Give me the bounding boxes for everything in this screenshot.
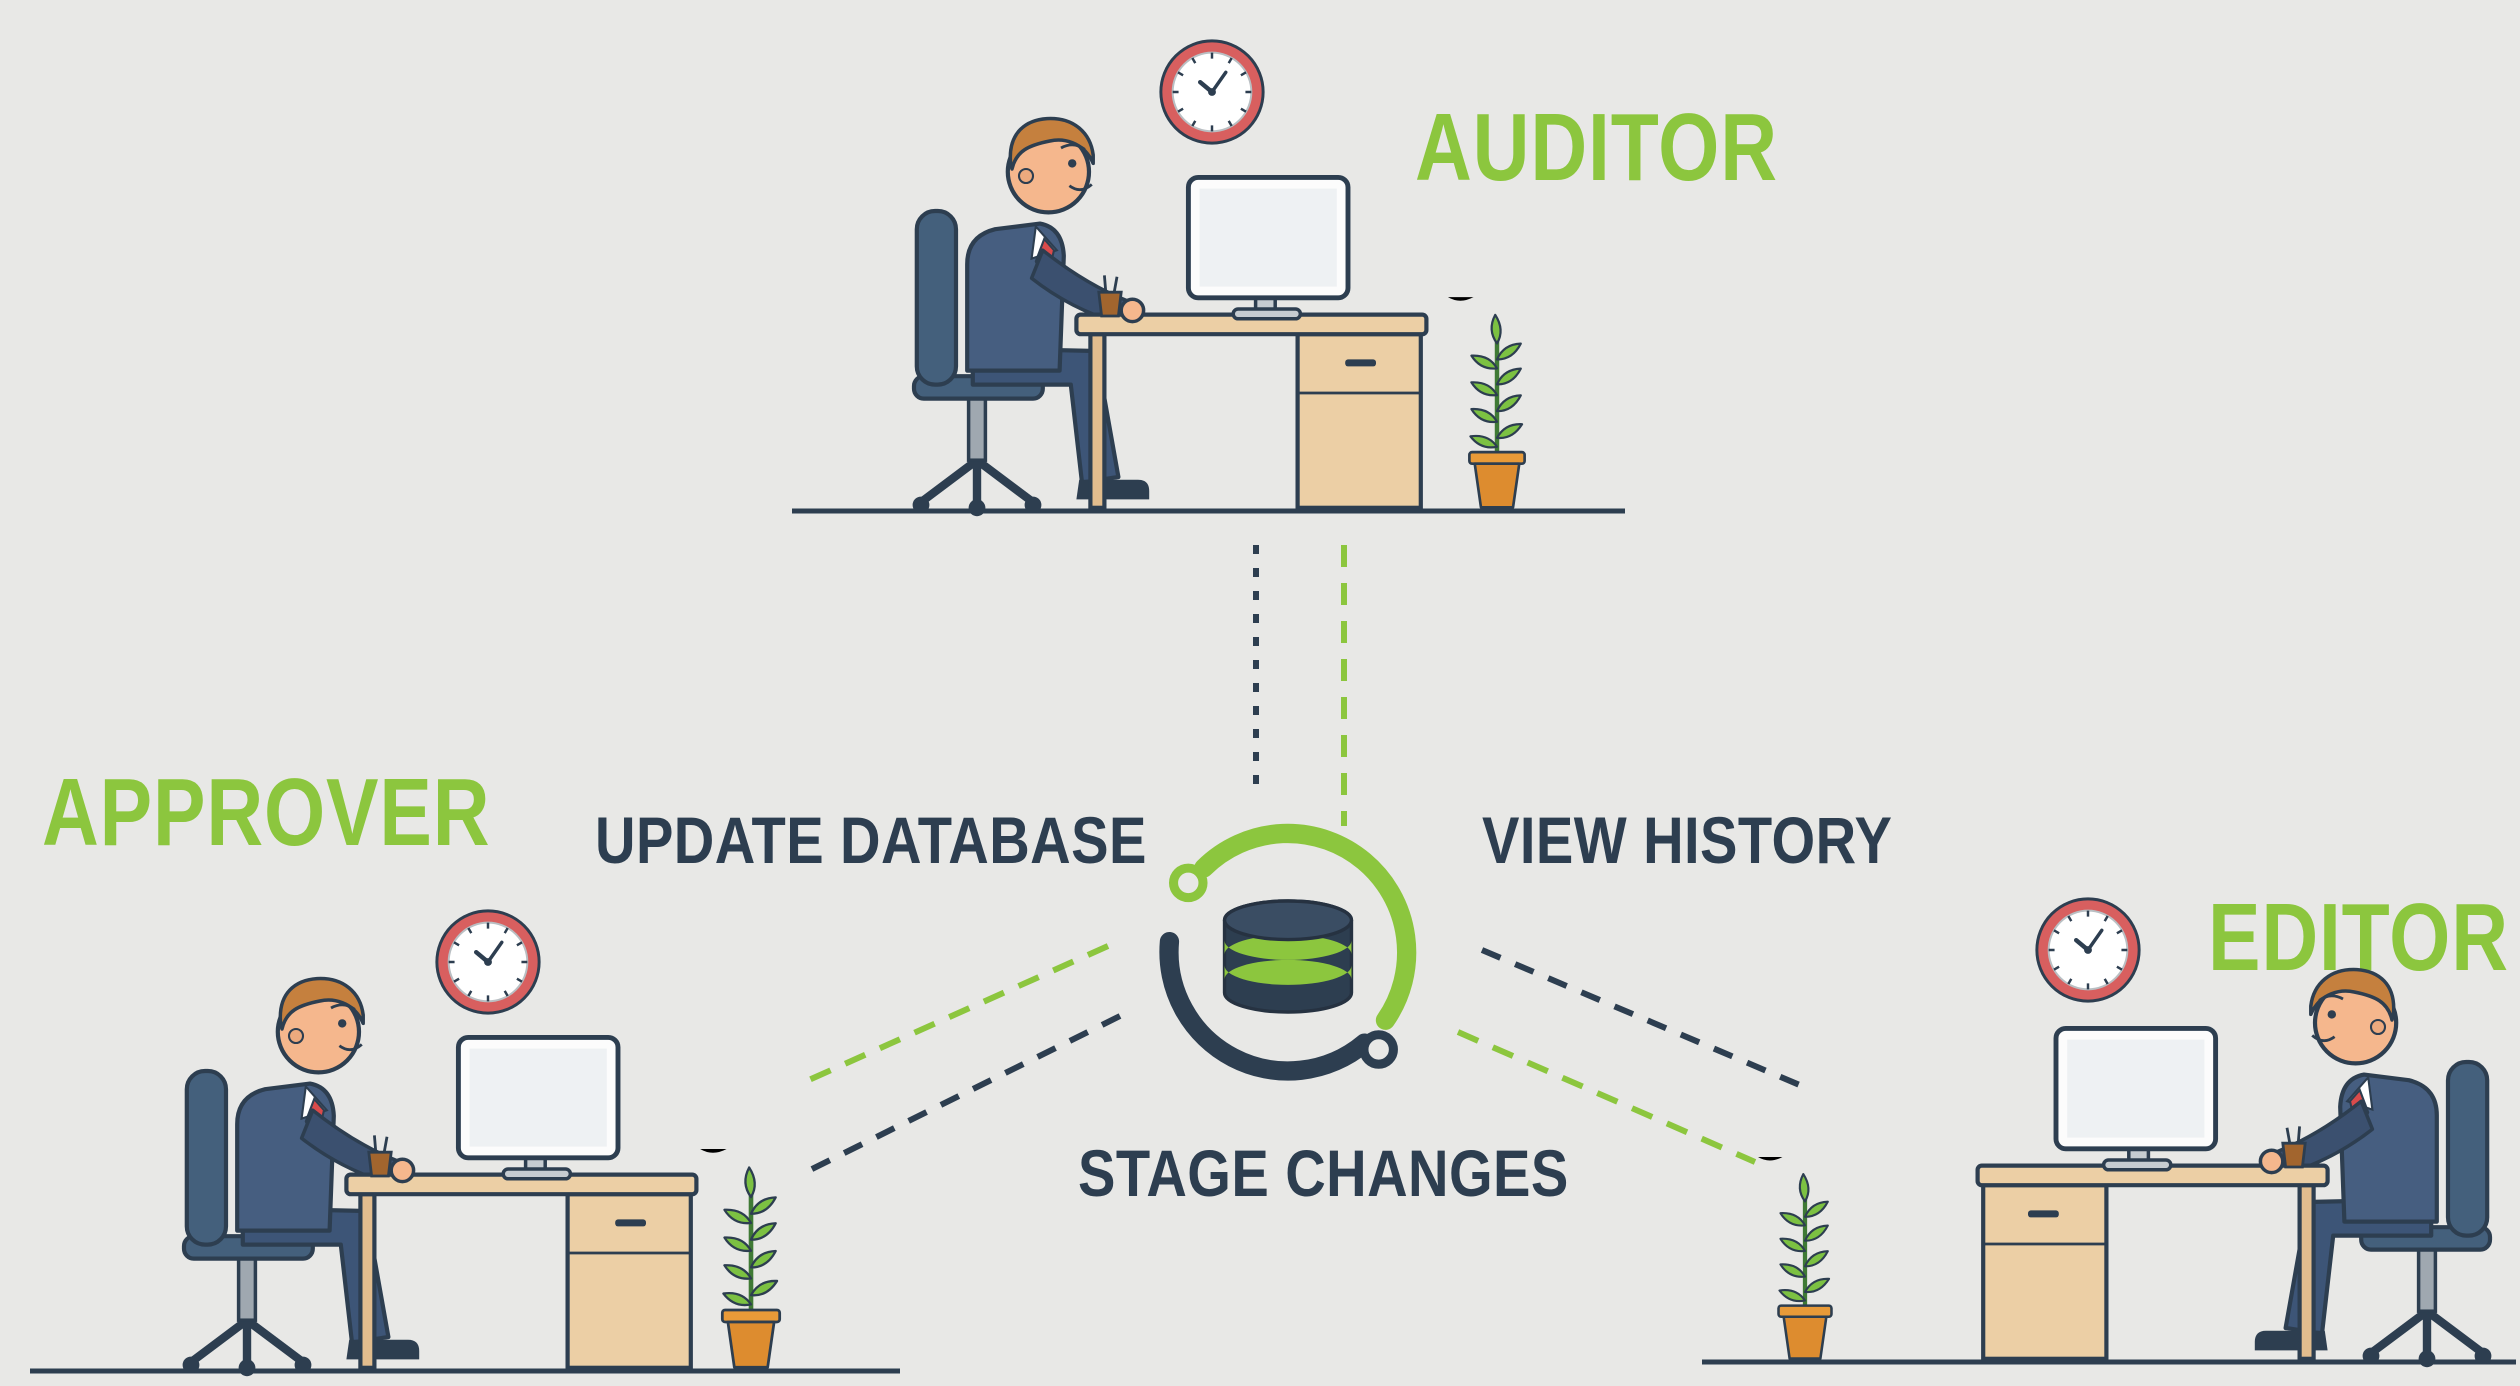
approver-illustration [30, 875, 814, 1379]
approver-plant-icon [700, 1149, 802, 1371]
database-sync-icon [1118, 782, 1458, 1122]
editor-connector-dark [1480, 947, 1804, 1089]
update-database-label: UPDATE DATABASE [595, 803, 1147, 877]
auditor-clock-icon [1153, 33, 1271, 151]
editor-illustration [1860, 866, 2520, 1370]
approver-connector-green [798, 943, 1110, 1087]
approver-label: APPROVER [42, 759, 491, 866]
auditor-label: AUDITOR [1415, 94, 1778, 201]
auditor-illustration [760, 15, 1544, 519]
approver-connector-dark [808, 1013, 1122, 1173]
editor-plant-icon [1758, 1157, 1852, 1362]
view-history-label: VIEW HISTORY [1482, 803, 1893, 877]
editor-connector-green [1456, 1029, 1757, 1165]
auditor-plant-icon [1448, 297, 1546, 511]
stage-changes-label: STAGE CHANGES [1078, 1136, 1569, 1210]
